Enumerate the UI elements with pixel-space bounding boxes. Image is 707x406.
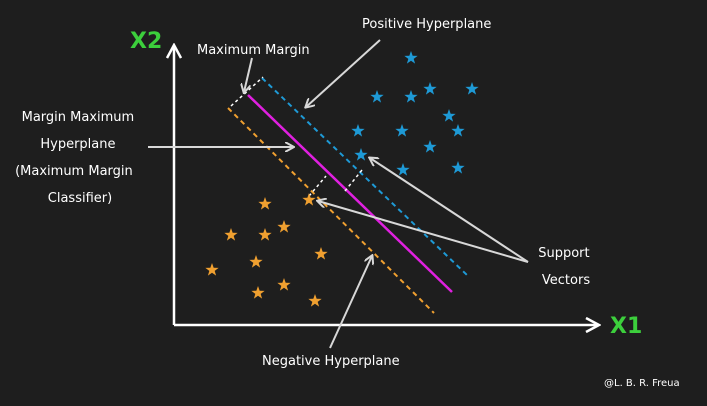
max-margin-classifier-line	[247, 94, 453, 293]
credit-text: @L. B. R. Freua	[604, 378, 680, 389]
orange-star-icon	[277, 278, 291, 291]
margin-maximum-hyperplane-label: Margin Maximum Hyperplane (Maximum Margi…	[15, 110, 138, 206]
sv-line-1: Support	[538, 246, 589, 261]
blue-star-icon	[404, 51, 418, 64]
orange-star-icon	[314, 247, 328, 260]
orange-star-icon	[249, 255, 263, 268]
support-vectors-label: Support Vectors	[538, 246, 594, 288]
arrow-positive-hyperplane	[306, 39, 381, 107]
support-vector-distance-positive	[344, 169, 363, 192]
negative-class-points	[205, 193, 328, 307]
x-axis-label: X1	[610, 314, 642, 339]
blue-star-icon	[396, 163, 410, 176]
orange-star-icon	[205, 263, 219, 276]
blue-star-icon	[423, 82, 437, 95]
positive-class-points	[351, 51, 479, 176]
y-axis-label: X2	[130, 29, 162, 54]
negative-hyperplane-label: Negative Hyperplane	[262, 354, 400, 369]
negative-hyperplane	[227, 107, 435, 314]
mmh-line-3: (Maximum Margin	[15, 164, 133, 179]
blue-star-icon	[395, 124, 409, 137]
maximum-margin-marker	[230, 76, 264, 107]
blue-star-icon	[442, 109, 456, 122]
blue-star-icon	[370, 90, 384, 103]
blue-star-icon	[423, 140, 437, 153]
arrow-negative-hyperplane	[329, 256, 372, 349]
sv-line-2: Vectors	[542, 273, 590, 288]
blue-star-icon	[451, 161, 465, 174]
blue-star-icon	[351, 124, 365, 137]
orange-star-icon	[251, 286, 265, 299]
positive-hyperplane-label: Positive Hyperplane	[362, 17, 491, 32]
blue-star-icon	[465, 82, 479, 95]
blue-star-icon support-vector	[354, 148, 368, 161]
blue-star-icon	[451, 124, 465, 137]
orange-star-icon	[258, 197, 272, 210]
mmh-line-1: Margin Maximum	[22, 110, 135, 125]
blue-star-icon	[404, 90, 418, 103]
orange-star-icon	[308, 294, 322, 307]
positive-hyperplane	[261, 77, 469, 277]
support-vector-distance-negative	[308, 175, 327, 197]
arrow-support-vector-blue	[370, 158, 529, 263]
mmh-line-2: Hyperplane	[40, 137, 115, 152]
orange-star-icon	[224, 228, 238, 241]
arrow-maximum-margin	[244, 57, 253, 92]
maximum-margin-label: Maximum Margin	[197, 43, 310, 58]
orange-star-icon	[277, 220, 291, 233]
arrow-support-vector-orange	[318, 201, 529, 263]
orange-star-icon support-vector	[302, 193, 316, 206]
orange-star-icon	[258, 228, 272, 241]
mmh-line-4: Classifier)	[48, 191, 112, 206]
